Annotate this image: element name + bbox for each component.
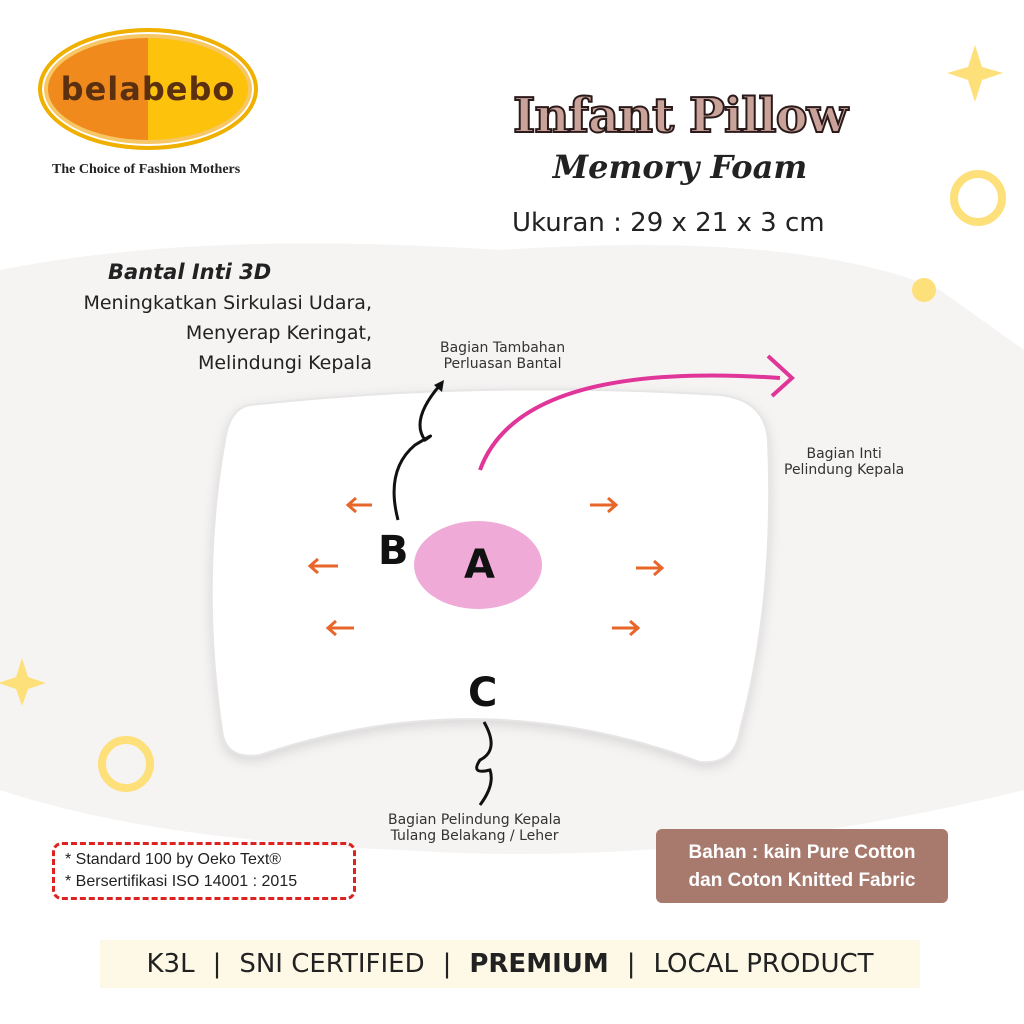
part-b-letter: B — [378, 528, 409, 574]
pointer-arrow-icon — [392, 384, 442, 521]
footer-banner: K3L | SNI CERTIFIED | PREMIUM | LOCAL PR… — [100, 940, 920, 988]
separator: | — [212, 949, 222, 979]
footer-item: PREMIUM — [469, 949, 609, 979]
material-line: dan Coton Knitted Fabric — [688, 870, 916, 891]
separator: | — [626, 949, 636, 979]
core-feature: Menyerap Keringat, — [185, 322, 372, 344]
footer-item: SNI CERTIFIED — [239, 949, 425, 979]
dot-icon — [912, 278, 936, 302]
certification-box: * Standard 100 by Oeko Text® * Bersertif… — [52, 842, 356, 900]
cert-item: * Bersertifikasi ISO 14001 : 2015 — [65, 873, 298, 890]
sparkle-icon — [0, 45, 1003, 706]
footer-item: LOCAL PRODUCT — [653, 949, 874, 979]
separator: | — [442, 949, 452, 979]
expand-arrow-icon — [307, 496, 665, 637]
brand-tagline: The Choice of Fashion Mothers — [52, 162, 241, 177]
brand-logo: belabebo — [38, 28, 258, 150]
product-title: Infant Pillow — [512, 87, 849, 145]
part-a-letter: A — [464, 542, 495, 588]
product-subtitle: Memory Foam — [552, 148, 808, 186]
footer-item: K3L — [146, 949, 195, 979]
ring-icon — [98, 736, 154, 792]
material-line: Bahan : kain Pure Cotton — [688, 842, 916, 863]
brand-name: belabebo — [60, 70, 236, 108]
part-c-letter: C — [468, 670, 498, 716]
core-title: Bantal Inti 3D — [108, 260, 272, 284]
core-feature: Melindungi Kepala — [197, 352, 372, 374]
curved-arrow-icon — [478, 373, 781, 471]
pointer-arrow-icon — [475, 721, 493, 806]
zone-a-highlight — [414, 521, 542, 609]
cert-item: * Standard 100 by Oeko Text® — [65, 851, 282, 868]
ring-icon — [950, 170, 1006, 226]
product-size: Ukuran : 29 x 21 x 3 cm — [512, 208, 825, 238]
core-feature: Meningkatkan Sirkulasi Udara, — [83, 292, 372, 314]
material-badge: Bahan : kain Pure Cotton dan Coton Knitt… — [656, 829, 948, 903]
